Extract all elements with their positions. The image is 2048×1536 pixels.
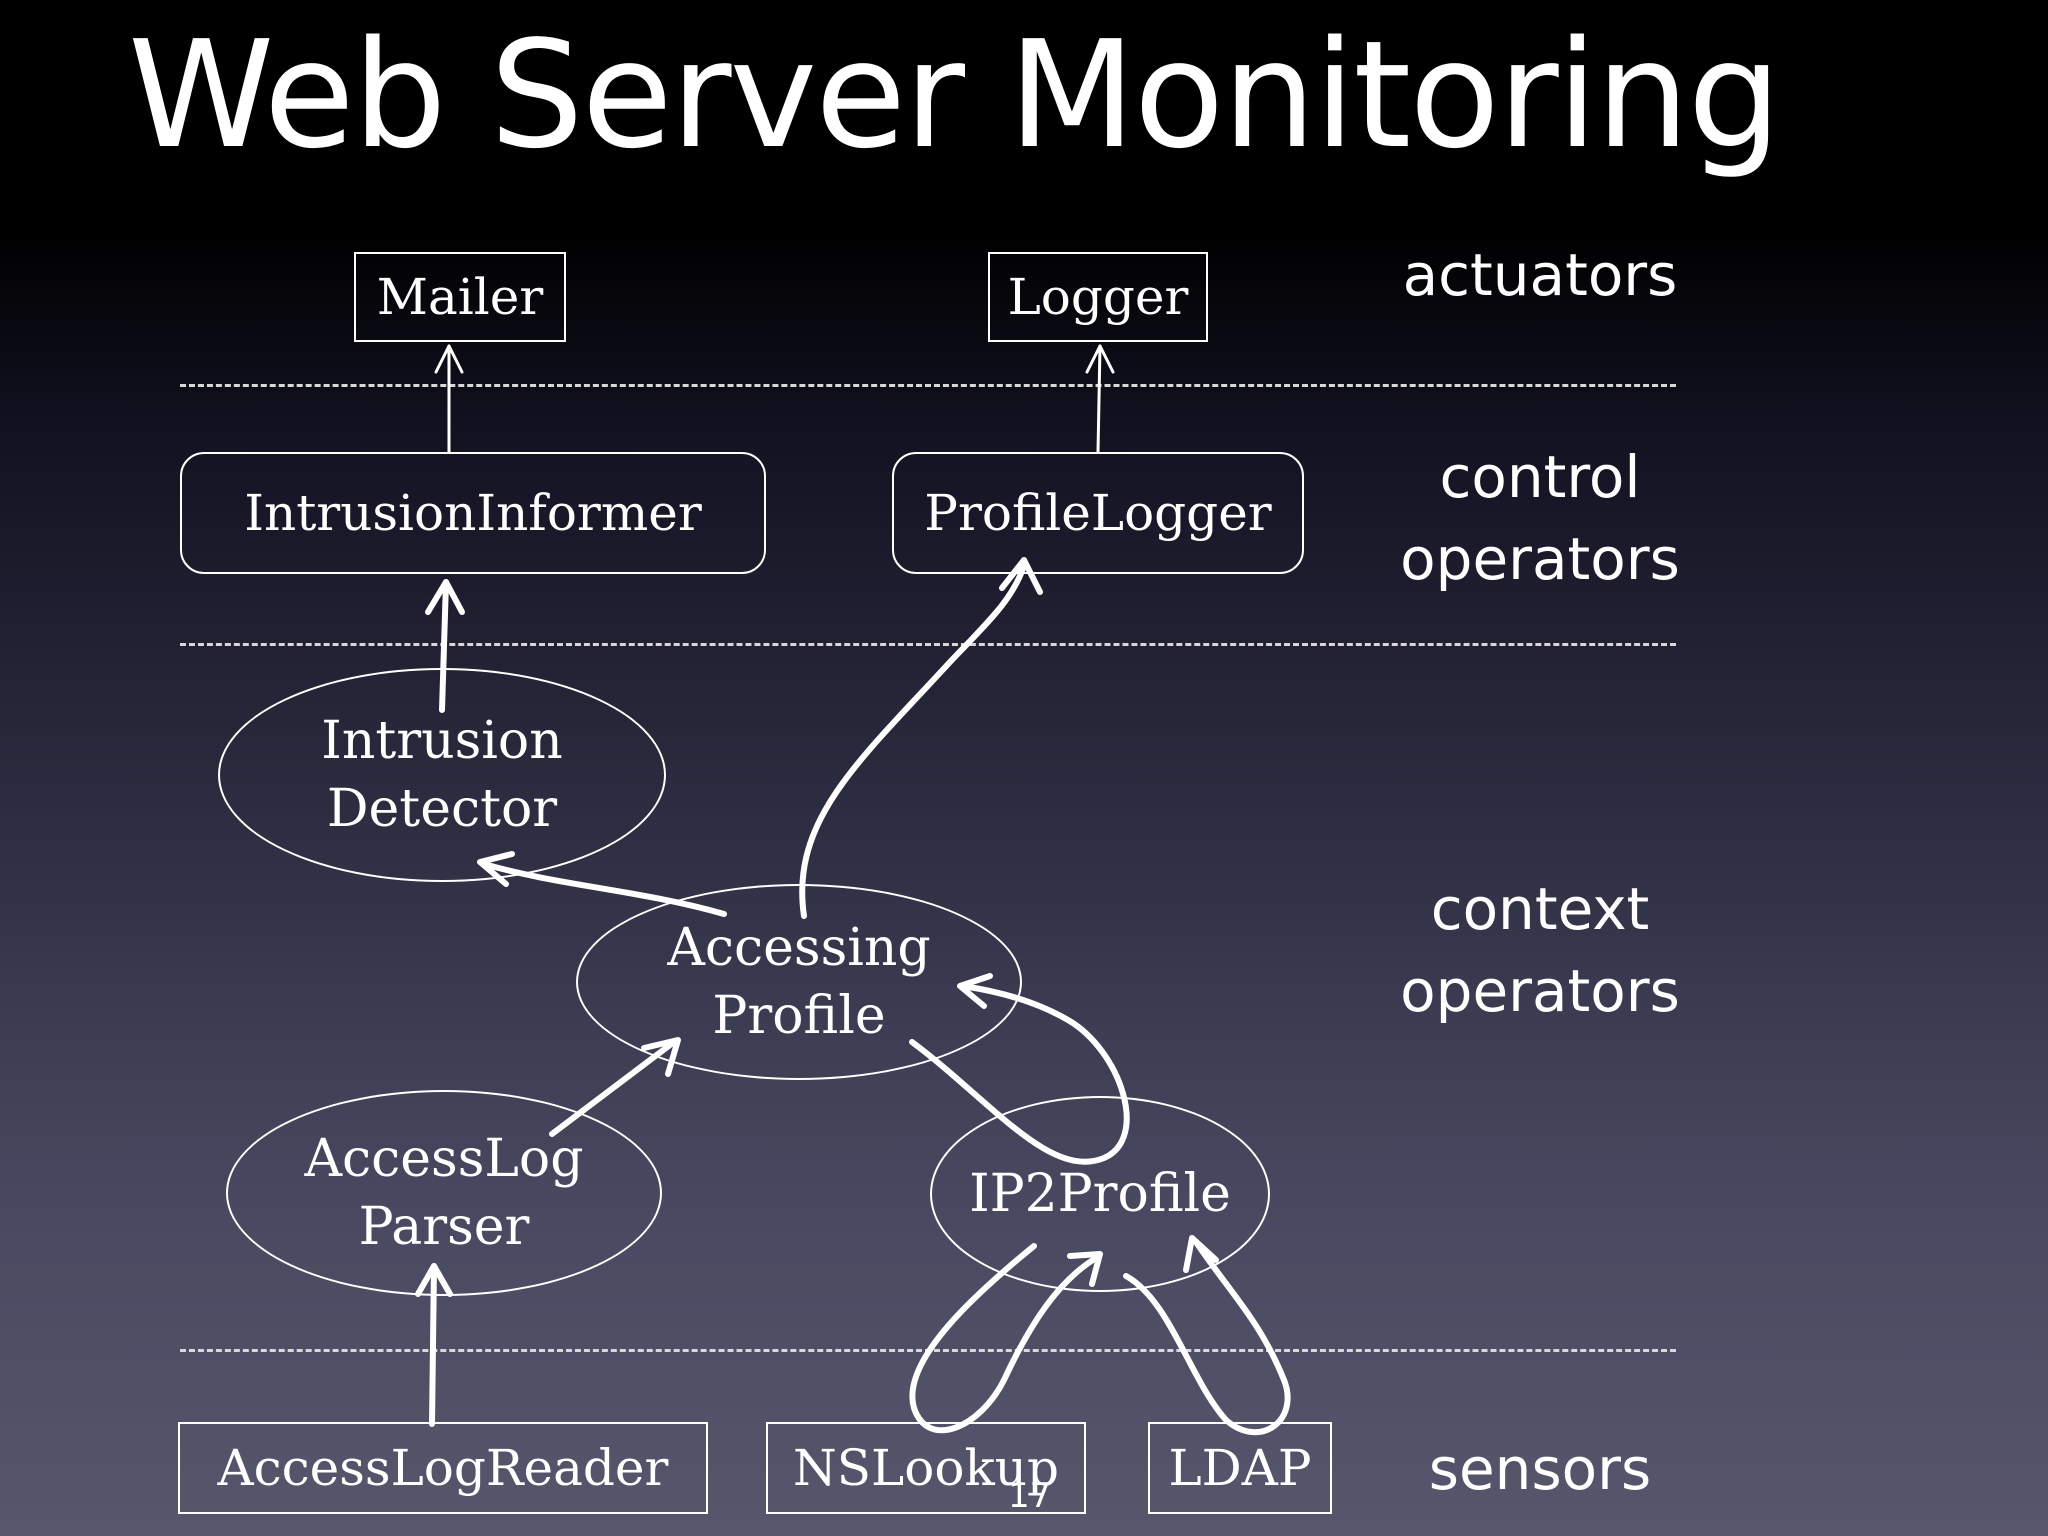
node-intrusion-detector: Intrusion Detector	[218, 668, 666, 882]
layer-label-actuators-text: actuators	[1402, 241, 1678, 309]
arrow-profilelogger-to-logger	[1085, 344, 1115, 454]
node-access-log-reader-label: AccessLogReader	[217, 1439, 669, 1497]
layer-label-context-line1: context	[1430, 875, 1650, 943]
node-ns-lookup-label: NSLookup	[793, 1439, 1059, 1497]
node-accessing-profile-line2: Profile	[712, 986, 886, 1046]
arrow-profile-to-profilelogger	[799, 557, 1043, 919]
separator-control-context	[180, 643, 1676, 646]
arrow-informer-to-mailer	[434, 344, 464, 454]
node-ldap-label: LDAP	[1168, 1439, 1312, 1497]
node-ldap: LDAP	[1148, 1422, 1332, 1514]
separator-context-sensors	[180, 1349, 1676, 1352]
node-ns-lookup: NSLookup	[766, 1422, 1086, 1514]
separator-actuators-control	[180, 384, 1676, 387]
node-profile-logger-label: ProfileLogger	[924, 484, 1272, 542]
node-intrusion-detector-line1: Intrusion	[321, 711, 563, 771]
layer-label-control-line2: operators	[1400, 525, 1680, 593]
layer-label-context-operators: context operators	[1330, 868, 1750, 1032]
page-number: 17	[1008, 1476, 1052, 1516]
node-ip2profile-label: IP2Profile	[969, 1164, 1231, 1224]
layer-label-actuators: actuators	[1330, 234, 1750, 316]
node-logger: Logger	[988, 252, 1208, 342]
node-access-log-parser-line1: AccessLog	[304, 1129, 584, 1189]
node-intrusion-informer-label: IntrusionInformer	[244, 484, 702, 542]
node-accessing-profile-line1: Accessing	[667, 918, 931, 978]
node-mailer: Mailer	[354, 252, 566, 342]
node-access-log-reader: AccessLogReader	[178, 1422, 708, 1514]
node-intrusion-detector-line2: Detector	[326, 779, 558, 839]
layer-label-control-operators: control operators	[1330, 436, 1750, 600]
node-access-log-parser-line2: Parser	[358, 1197, 530, 1257]
node-logger-label: Logger	[1007, 268, 1189, 326]
layer-label-sensors-text: sensors	[1428, 1435, 1652, 1503]
node-intrusion-informer: IntrusionInformer	[180, 452, 766, 574]
layer-label-sensors: sensors	[1330, 1428, 1750, 1510]
node-ip2profile: IP2Profile	[930, 1096, 1270, 1292]
node-accessing-profile: Accessing Profile	[576, 884, 1022, 1080]
layer-label-control-line1: control	[1439, 443, 1641, 511]
node-access-log-parser: AccessLog Parser	[226, 1090, 662, 1296]
node-profile-logger: ProfileLogger	[892, 452, 1304, 574]
layer-label-context-line2: operators	[1400, 957, 1680, 1025]
node-mailer-label: Mailer	[376, 268, 544, 326]
slide-title: Web Server Monitoring	[128, 9, 1782, 181]
